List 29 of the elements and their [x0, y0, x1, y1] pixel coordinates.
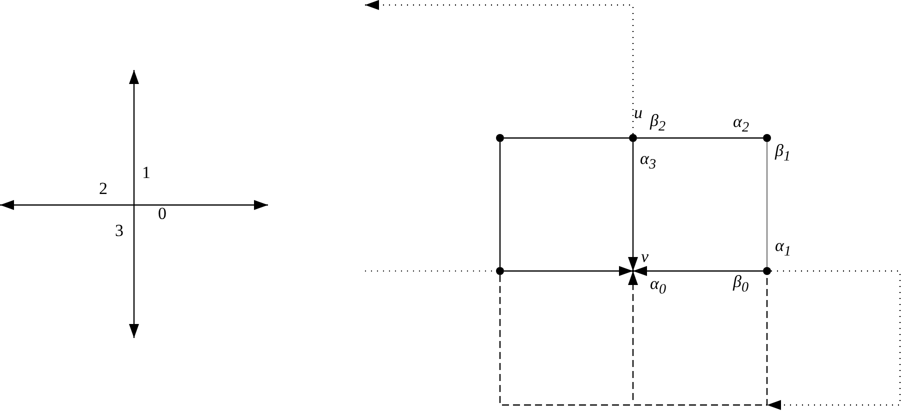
axis-label: 0 [158, 205, 166, 223]
connector [504, 137, 629, 139]
arrow [633, 266, 763, 276]
arrow [365, 0, 634, 134]
arrow [767, 270, 901, 410]
axis-label: 3 [115, 222, 124, 240]
axis-label: 1 [142, 164, 150, 182]
arrow [628, 271, 638, 400]
connector [766, 142, 768, 267]
vertex-dot [763, 134, 771, 142]
angle-label: α$_{2}$ [733, 113, 750, 136]
angle-label: α$_{3}$ [640, 150, 656, 174]
vertex-label: u [634, 104, 642, 122]
vertex-dot [496, 267, 504, 275]
angle-label: β$_{2}$ [650, 112, 666, 136]
connector [499, 142, 501, 267]
vertex-label: v [641, 248, 649, 266]
angle-label: β$_{0}$ [733, 273, 749, 296]
vertex-dot [629, 134, 637, 142]
angle-label: α$_{0}$ [650, 275, 666, 298]
connector [499, 275, 768, 406]
vertex-dot [496, 134, 504, 142]
arrow [628, 142, 638, 271]
vertex-dot [763, 267, 771, 275]
angle-label: β$_{1}$ [775, 142, 791, 166]
connector [637, 137, 763, 139]
arrow [504, 266, 633, 276]
axis-label: 2 [99, 180, 108, 198]
angle-label: α$_{1}$ [775, 237, 792, 260]
